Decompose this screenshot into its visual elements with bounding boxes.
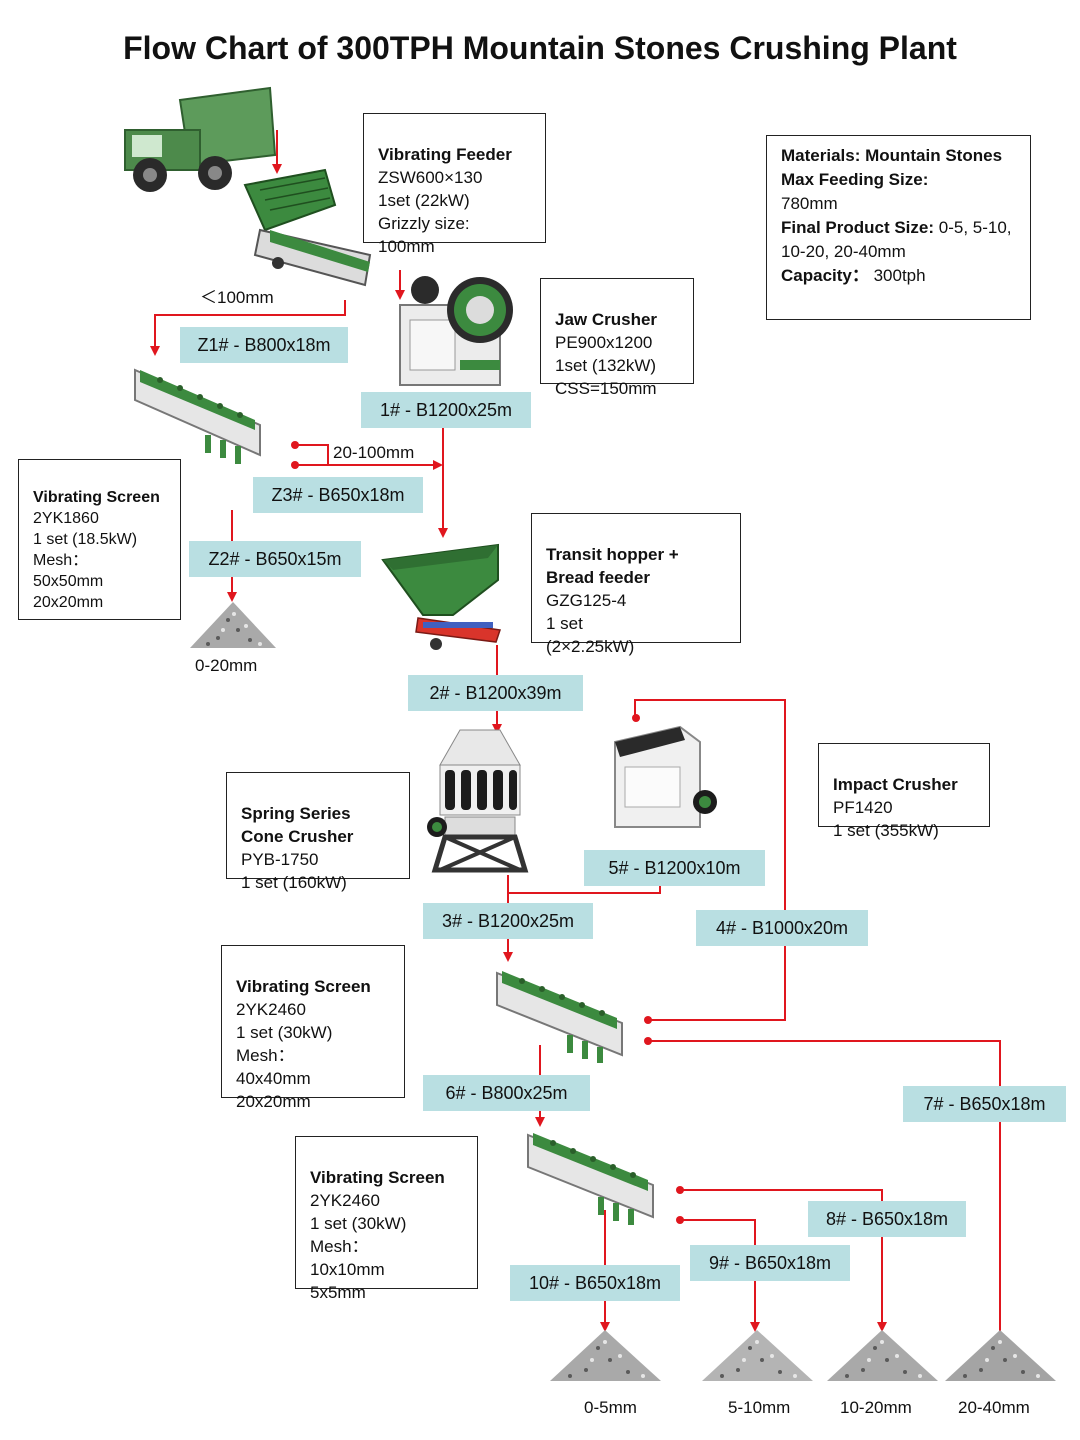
impact-crusher-name: Impact Crusher [833, 775, 958, 794]
jaw-crusher-image [399, 276, 513, 386]
belt-z1: Z1# - B800x18m [180, 327, 348, 363]
impact-crusher-spec: PF1420 1 set (355kW) [833, 798, 939, 840]
product-10-20-label: 10-20mm [840, 1398, 912, 1417]
belt-8: 8# - B650x18m [808, 1201, 966, 1237]
size-under-100-label: ＜100mm [200, 288, 274, 307]
cone-crusher-spec: PYB-1750 1 set (160kW) [241, 850, 347, 892]
vibrating-screen-2-image [496, 971, 623, 1063]
product-0-5-label: 0-5mm [584, 1398, 637, 1417]
vibrating-screen-1-name: Vibrating Screen [33, 489, 160, 506]
vibrating-screen-3-image [527, 1133, 654, 1225]
vibrating-feeder-spec: ZSW600×130 1set (22kW) Grizzly size: 100… [378, 168, 483, 256]
cone-crusher-image [427, 729, 529, 873]
vibrating-screen-3-name: Vibrating Screen [310, 1168, 445, 1187]
final-product-value: 0-5, 5-10, 10-20, 20-40mm [781, 218, 1012, 261]
screen3-to-9-arrow [680, 1219, 760, 1332]
capacity-label: Capacity： [781, 266, 869, 285]
product-5-10-label: 5-10mm [728, 1398, 791, 1417]
stone-pile-20-40 [945, 1330, 1056, 1381]
vibrating-feeder-name: Vibrating Feeder [378, 145, 512, 164]
transit-hopper-image [381, 543, 501, 650]
final-product-label: Final Product Size: [781, 218, 935, 237]
transit-hopper-name: Transit hopper + Bread feeder [546, 545, 679, 587]
belt-2: 2# - B1200x39m [408, 675, 583, 711]
stone-pile-0-20 [190, 602, 276, 648]
vibrating-screen-2-box: Vibrating Screen 2YK2460 1 set (30kW) Mes… [221, 945, 405, 1111]
product-20-40-label: 20-40mm [958, 1398, 1030, 1417]
belt-z2: Z2# - B650x15m [189, 541, 361, 577]
truck-and-feeder-image [124, 86, 372, 287]
screen3-to-8-arrow [680, 1189, 887, 1332]
chart-title: Flow Chart of 300TPH Mountain Stones Cru… [123, 30, 957, 66]
belt-9: 9# - B650x18m [690, 1245, 850, 1281]
stone-pile-10-20 [827, 1330, 938, 1381]
belt-7: 7# - B650x18m [903, 1086, 1066, 1122]
transit-hopper-spec: GZG125-4 1 set (2×2.25kW) [546, 591, 635, 656]
belt-4: 4# - B1000x20m [696, 910, 868, 946]
max-feeding-label: Max Feeding Size: [781, 170, 929, 189]
jaw-crusher-spec: PE900x1200 1set (132kW) CSS=150mm [555, 333, 657, 398]
stone-pile-0-5 [550, 1330, 661, 1381]
vibrating-screen-1-spec: 2YK1860 1 set (18.5kW) Mesh： 50x50mm 20x… [33, 510, 138, 611]
jaw-crusher-name: Jaw Crusher [555, 310, 658, 329]
belt-6: 6# - B800x25m [423, 1075, 590, 1111]
belt-1: 1# - B1200x25m [361, 392, 531, 428]
screen2-to-7-line [648, 1040, 1005, 1372]
materials-label: Materials: Mountain Stones [781, 146, 1003, 165]
materials-box: Materials: Mountain Stones Max Feeding S… [766, 135, 1031, 320]
vibrating-screen-3-box: Vibrating Screen 2YK2460 1 set (30kW) Mes… [295, 1136, 478, 1302]
feeder-to-screen1-arrow [150, 300, 346, 356]
vibrating-screen-2-spec: 2YK2460 1 set (30kW) Mesh： 40x40mm 20x20… [236, 1000, 333, 1111]
belt-10: 10# - B650x18m [510, 1265, 680, 1301]
impact-crusher-image [614, 725, 717, 828]
belt-z3: Z3# - B650x18m [253, 477, 423, 513]
belt-3: 3# - B1200x25m [423, 903, 593, 939]
vibrating-screen-3-spec: 2YK2460 1 set (30kW) Mesh： 10x10mm 5x5mm [310, 1191, 407, 1302]
max-feeding-value: 780mm [781, 194, 838, 213]
screen1-loop-line [295, 444, 329, 465]
size-20-100-label: 20-100mm [333, 443, 415, 463]
vibrating-screen-1-box: Vibrating Screen 2YK1860 1 set (18.5kW) M… [18, 459, 181, 620]
belt4-return-line [634, 699, 786, 1021]
belt-5: 5# - B1200x10m [584, 850, 765, 886]
capacity-value: 300tph [868, 266, 926, 285]
vibrating-screen-2-name: Vibrating Screen [236, 977, 371, 996]
vibrating-screen-1-image [134, 368, 261, 464]
cone-crusher-name: Spring Series Cone Crusher [241, 804, 354, 846]
product-0-20-label: 0-20mm [195, 656, 258, 675]
stone-pile-5-10 [702, 1330, 813, 1381]
